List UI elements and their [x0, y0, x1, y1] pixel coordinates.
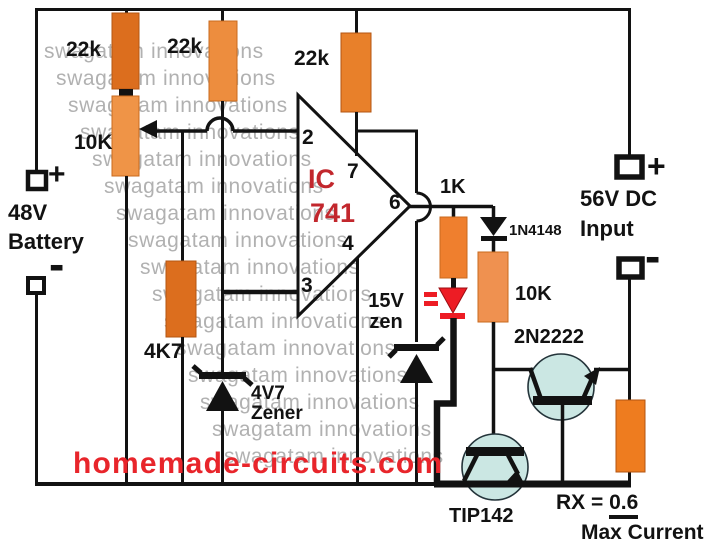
rx-formula-numerator: 0.6 [609, 491, 639, 519]
opamp-name-line1: IC [308, 164, 335, 194]
zener1-word: Zener [251, 402, 303, 424]
potentiometer-10k [111, 95, 140, 177]
zener2-tail-left [387, 348, 398, 359]
zener2-word: zen [369, 311, 403, 333]
dc-plus-terminal [614, 154, 645, 180]
pot-value-label: 10K [74, 131, 113, 154]
opamp-pin3-label: 3 [301, 274, 313, 297]
r4-value-label: 4K7 [144, 340, 183, 363]
resistor-rx [615, 399, 646, 473]
q2-collector-diag [461, 453, 480, 483]
q2-base-bar [466, 447, 524, 456]
dc-plus-sign: + [647, 148, 666, 184]
rx-formula-denominator: Max Current [581, 521, 704, 544]
zener1-label: 4V7 Zener [251, 384, 303, 424]
resistor-r6-10k [477, 251, 509, 323]
q1-collector-diag [527, 367, 544, 400]
watermark-text: swagatam innovations [224, 445, 444, 468]
rx-formula: RX = 0.6 [556, 491, 639, 519]
dc-minus-terminal [616, 256, 645, 280]
d1-cathode-bar [481, 236, 507, 241]
pot-top-tick [119, 89, 133, 96]
resistor-r1-22k [111, 12, 140, 90]
r6-value-label: 10K [515, 283, 552, 305]
zener1-value: 4V7 [251, 383, 285, 404]
r5-value-label: 1K [440, 176, 466, 198]
zener2-label: 15V zen [362, 291, 410, 333]
q1-emitter-arrow [584, 367, 600, 385]
opamp-triangle [296, 91, 413, 320]
opamp-name-line2: 741 [310, 198, 356, 228]
r1-value-label: 22k [66, 38, 102, 61]
resistor-r4-4k7 [165, 260, 197, 338]
battery-plus-sign: + [48, 158, 66, 191]
resistor-r3-22k [340, 32, 372, 113]
opamp-pin6-label: 6 [389, 191, 401, 214]
opamp-pin7-label: 7 [347, 160, 359, 183]
q2-emitter-arrow [507, 470, 525, 485]
resistor-r2-22k [208, 20, 238, 102]
watermark-text: swagatam innovations [176, 337, 396, 360]
zener2-diode-triangle [400, 354, 433, 383]
zener1-diode-triangle [206, 381, 239, 411]
watermark-text: swagatam innovations [164, 310, 384, 333]
q1-base-bar [533, 396, 592, 405]
led-thick-wire [433, 318, 457, 482]
led-cathode-bar [440, 313, 465, 319]
watermark-text: swagatam innovations [44, 40, 264, 63]
watermark-text: swagatam innovations [188, 364, 408, 387]
r3-value-label: 22k [294, 47, 330, 70]
watermark-text: swagatam innovations [200, 391, 420, 414]
pot-wiper-arrow [139, 120, 157, 138]
dc-minus-sign: - [645, 230, 661, 282]
q1-part-label: 2N2222 [514, 326, 585, 348]
resistor-r5-1k [439, 216, 468, 279]
site-credit-text: homemade-circuits.com [73, 447, 444, 480]
zener1-tail-right [242, 376, 254, 387]
watermark-text: swagatam innovations [92, 148, 312, 171]
watermark-text: swagatam innovations [152, 283, 372, 306]
led-flash-dash-2 [424, 301, 438, 306]
pin2-wire-hop [205, 116, 235, 132]
battery-minus-terminal [26, 276, 46, 295]
d1-diode-triangle [480, 217, 507, 236]
watermark-text: swagatam innovations [104, 175, 324, 198]
r2-value-label: 22k [167, 35, 203, 58]
watermark-text: swagatam innovations [116, 202, 336, 225]
zener2-tail-right [435, 336, 446, 347]
battery-plus-terminal [25, 169, 49, 192]
q2-part-label: TIP142 [449, 505, 514, 527]
watermark-text: swagatam innovations [212, 418, 432, 441]
dc-word-label: Input [580, 216, 634, 241]
led-triangle [438, 287, 468, 315]
led-flash-dash-1 [424, 292, 437, 297]
dc-voltage-label: 56V DC [580, 186, 658, 211]
zener1-tail-left [191, 364, 203, 375]
d1-part-label: 1N4148 [509, 222, 562, 239]
battery-word-label: Battery [8, 229, 84, 254]
opamp-pin2-label: 2 [302, 126, 314, 149]
rx-formula-lhs: RX = [556, 491, 610, 514]
opamp-pin4-label: 4 [342, 232, 354, 255]
battery-minus-sign: - [49, 238, 65, 290]
battery-voltage-label: 48V [8, 200, 48, 225]
zener2-value: 15V [368, 290, 404, 312]
